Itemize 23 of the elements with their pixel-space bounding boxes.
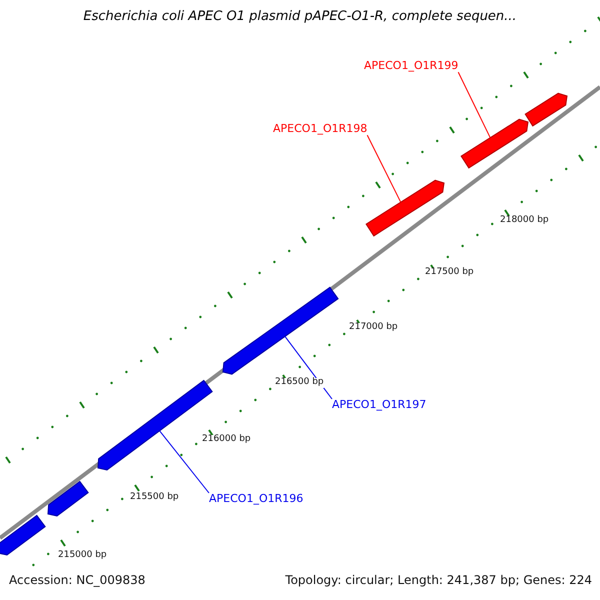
position-label: 218000 bp bbox=[500, 216, 549, 226]
genome-info-text: Topology: circular; Length: 241,387 bp; Genes: 224 bbox=[285, 574, 592, 588]
gene-feature bbox=[524, 92, 568, 127]
position-label: 216500 bp bbox=[275, 378, 324, 388]
gene-feature bbox=[460, 118, 529, 169]
gene-feature bbox=[0, 514, 46, 556]
gene-feature bbox=[47, 480, 89, 517]
position-label: 217500 bp bbox=[425, 268, 474, 278]
gene-label: APECO1_O1R197 bbox=[332, 399, 426, 412]
position-label: 215000 bp bbox=[58, 551, 107, 561]
gene-label: APECO1_O1R196 bbox=[209, 493, 304, 506]
gene-label: APECO1_O1R198 bbox=[273, 123, 368, 136]
gene-feature bbox=[222, 286, 339, 375]
position-label: 215500 bp bbox=[130, 493, 179, 503]
leader-line bbox=[458, 72, 491, 138]
title: Escherichia coli APEC O1 plasmid pAPEC-O1-R, complete sequen... bbox=[82, 10, 518, 24]
leader-line bbox=[366, 134, 402, 203]
gene-label: APECO1_O1R199 bbox=[364, 60, 458, 72]
position-label: 217000 bp bbox=[349, 323, 398, 333]
position-label: 216000 bp bbox=[202, 435, 251, 445]
leader-line bbox=[159, 430, 210, 494]
accession-text: Accession: NC_009838 bbox=[9, 574, 146, 588]
gene-feature bbox=[366, 180, 445, 237]
